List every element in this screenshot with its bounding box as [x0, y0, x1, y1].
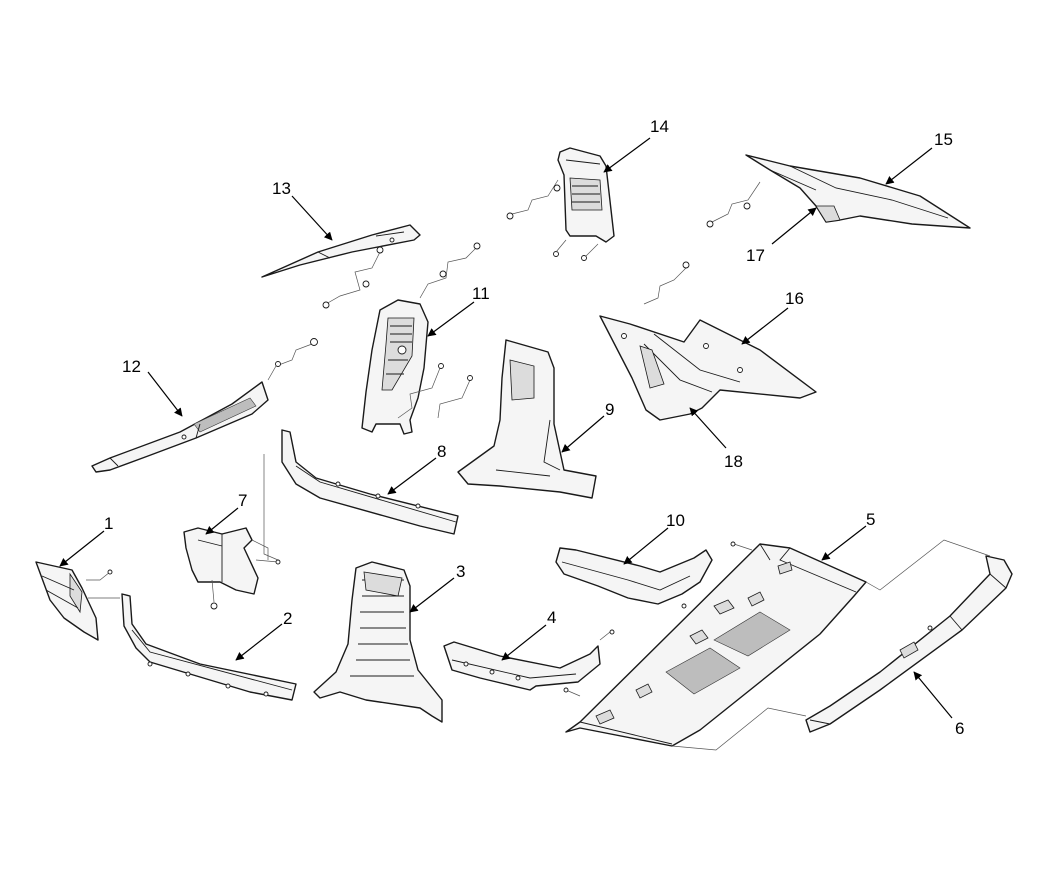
- callout-4: 4: [547, 608, 556, 627]
- leader-7: [205, 507, 239, 535]
- callout-2: 2: [283, 609, 292, 628]
- part-8-trim: [281, 429, 459, 535]
- callout-16: 16: [785, 289, 804, 308]
- part-5-clips: [563, 541, 753, 697]
- part-11-clips: [397, 363, 473, 419]
- part-14-clips: [506, 179, 599, 261]
- callout-7: 7: [238, 491, 247, 510]
- part-15-trim: [745, 154, 971, 229]
- callout-17: 17: [746, 246, 765, 265]
- leader-16: [741, 307, 789, 345]
- part-7-clips: [251, 539, 281, 565]
- callout-3: 3: [456, 562, 465, 581]
- part-12-trim: [91, 381, 269, 473]
- leader-6: [913, 671, 953, 719]
- callout-11: 11: [472, 284, 490, 303]
- leader-13: [291, 195, 333, 241]
- callout-18: 18: [724, 452, 743, 471]
- leader-5: [821, 525, 867, 561]
- part-1-trim: [35, 561, 99, 641]
- leader-4: [501, 624, 547, 661]
- leader-15: [885, 147, 933, 185]
- part-13-clips: [322, 242, 481, 309]
- callout-leaders: [59, 137, 953, 719]
- part-6-guide-lines: [671, 539, 991, 751]
- callout-13: 13: [272, 179, 291, 198]
- leader-8: [387, 457, 437, 495]
- part-7-trim: [183, 527, 259, 610]
- part-11-trim: [361, 299, 429, 435]
- leader-11: [427, 301, 475, 337]
- leader-9: [561, 415, 605, 453]
- part-13-trim: [261, 224, 421, 278]
- part-3-trim: [313, 561, 443, 723]
- callout-9: 9: [605, 400, 614, 419]
- leader-3: [409, 577, 455, 613]
- part-1-clips: [86, 569, 120, 599]
- leader-2: [235, 623, 283, 661]
- part-12-clips: [267, 338, 318, 381]
- callout-15: 15: [934, 130, 953, 149]
- callout-6: 6: [955, 719, 964, 738]
- part-14-trim: [557, 147, 615, 243]
- part-10-trim: [555, 547, 713, 609]
- part-4-clips: [599, 629, 615, 641]
- part-16-clips: [643, 261, 690, 305]
- part-8-clips: [263, 454, 279, 561]
- part-15-clips: [706, 181, 761, 228]
- part-4-trim: [443, 641, 601, 691]
- callout-14: 14: [650, 117, 669, 136]
- part-5-trim: [565, 543, 867, 747]
- callout-12: 12: [122, 357, 141, 376]
- leader-14: [603, 137, 651, 173]
- leader-18: [689, 407, 727, 449]
- callout-5: 5: [866, 510, 875, 529]
- callout-labels: 1 2 3 4 5 6 7 8 9 10 11 12 13 14 15 16 1…: [104, 117, 964, 738]
- callout-1: 1: [104, 514, 113, 533]
- callout-8: 8: [437, 442, 446, 461]
- part-16-trim: [599, 315, 817, 421]
- leader-17: [771, 207, 817, 245]
- part-6-trim: [805, 555, 1013, 733]
- part-9-trim: [457, 339, 597, 499]
- callout-10: 10: [666, 511, 685, 530]
- leader-12: [147, 371, 183, 417]
- leader-1: [59, 530, 105, 567]
- part-2-trim: [121, 593, 297, 701]
- leader-10: [623, 527, 669, 565]
